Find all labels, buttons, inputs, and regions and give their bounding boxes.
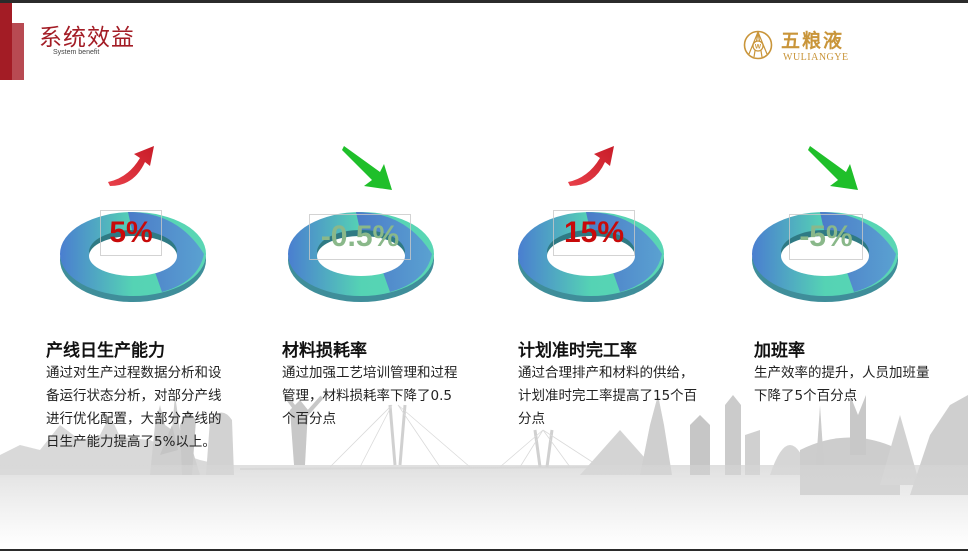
title-accent-bar-secondary: [12, 23, 24, 80]
metric-value: -0.5%: [309, 214, 411, 260]
logo-emblem-icon: W: [743, 30, 773, 60]
metric-value: 5%: [100, 210, 162, 256]
arrow-up-icon: [108, 146, 154, 186]
metric-value: 15%: [553, 210, 635, 256]
metric-description: 通过加强工艺培训管理和过程管理，材料损耗率下降了0.5个百分点: [282, 365, 458, 427]
wuliangye-logo: W 五粮液 WULIANGYE: [743, 26, 873, 66]
metric-title: 产线日生产能力: [46, 341, 165, 361]
metric-card-daily-capacity: 5% 产线日生产能力 通过对生产过程数据分析和设备运行状态分析，对部分产线进行优…: [46, 140, 276, 480]
metric-description: 生产效率的提升，人员加班量下降了5个百分点: [754, 365, 930, 404]
metric-card-material-loss: -0.5% 材料损耗率 通过加强工艺培训管理和过程管理，材料损耗率下降了0.5个…: [282, 140, 512, 480]
title-accent-bar: [0, 3, 12, 80]
bottom-border: [0, 549, 968, 551]
city-skyline-background: [0, 395, 968, 549]
metric-card-on-time-completion: 15% 计划准时完工率 通过合理排产和材料的供给，计划准时完工率提高了15个百分…: [518, 140, 748, 480]
donut-ring-chart: [518, 212, 664, 302]
metric-title: 加班率: [754, 341, 805, 361]
metric-value: -5%: [789, 214, 863, 260]
metric-card-overtime-rate: -5% 加班率 生产效率的提升，人员加班量下降了5个百分点: [752, 140, 968, 480]
metric-title: 计划准时完工率: [518, 341, 637, 361]
arrow-down-icon: [342, 146, 392, 190]
metric-title: 材料损耗率: [282, 341, 367, 361]
donut-ring-chart: [752, 212, 898, 302]
metric-description: 通过合理排产和材料的供给，计划准时完工率提高了15个百分点: [518, 365, 698, 427]
donut-ring-chart: [288, 212, 434, 302]
arrow-up-icon: [568, 146, 614, 186]
svg-text:W: W: [755, 44, 762, 51]
page-title: 系统效益: [39, 25, 135, 51]
top-border: [0, 0, 968, 3]
arrow-down-icon: [808, 146, 858, 190]
logo-chinese-name: 五粮液: [781, 30, 845, 52]
page-subtitle: System benefit: [53, 49, 100, 56]
logo-english-name: WULIANGYE: [783, 52, 849, 63]
metric-description: 通过对生产过程数据分析和设备运行状态分析，对部分产线进行优化配置，大部分产线的日…: [46, 365, 222, 450]
donut-ring-chart: [60, 212, 206, 302]
